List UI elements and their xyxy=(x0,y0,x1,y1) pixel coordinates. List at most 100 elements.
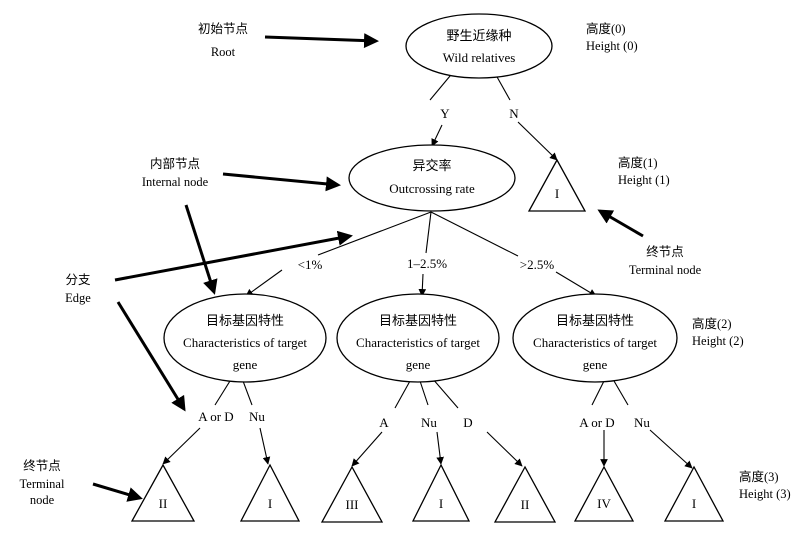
label-aord-3: A or D xyxy=(579,415,614,430)
height1-en: Height (1) xyxy=(618,173,670,187)
annot-terminal-right-en: Terminal node xyxy=(629,263,702,277)
label-gt25: >2.5% xyxy=(520,257,555,272)
terminal-II-1: II xyxy=(130,463,196,522)
annot-root-zh: 初始节点 xyxy=(198,22,248,36)
label-nu-2: Nu xyxy=(421,415,437,430)
height1-zh: 高度(1) xyxy=(618,155,658,170)
arrow-edge-branch xyxy=(116,301,186,412)
gene2-label-en1: Characteristics of target xyxy=(356,335,480,350)
terminal-IV: IV xyxy=(573,465,635,522)
terminal-II-2: II xyxy=(493,465,557,523)
label-no: N xyxy=(509,106,519,121)
height0-en: Height (0) xyxy=(586,39,638,53)
edge-aord-II xyxy=(162,427,201,465)
svg-text:IV: IV xyxy=(597,496,611,511)
svg-text:I: I xyxy=(555,186,559,201)
tree-edges xyxy=(162,67,693,469)
edge-internal-mid xyxy=(425,211,432,254)
annot-terminal-left-en1: Terminal xyxy=(20,477,65,491)
edge-g1-nu xyxy=(242,380,253,406)
internal-label-zh: 异交率 xyxy=(412,158,451,173)
edge-n-terminal xyxy=(517,121,558,161)
svg-text:III: III xyxy=(346,497,359,512)
annot-edge-en: Edge xyxy=(65,291,91,305)
terminal-I-1: I xyxy=(239,463,301,522)
edge-internal-gt25 xyxy=(430,211,519,257)
annot-terminal-left-zh: 终节点 xyxy=(23,458,61,473)
gene2-label-en2: gene xyxy=(406,357,431,372)
internal-node: 异交率 Outcrossing rate xyxy=(348,144,516,212)
height2-zh: 高度(2) xyxy=(692,316,732,331)
arrow-terminal-right xyxy=(597,209,644,238)
gene-node-1: 目标基因特性 Characteristics of target gene xyxy=(163,293,327,383)
svg-text:II: II xyxy=(159,496,168,511)
edge-mid-gene xyxy=(418,273,427,297)
label-yes: Y xyxy=(440,106,450,121)
gene-node-2: 目标基因特性 Characteristics of target gene xyxy=(336,293,500,383)
edge-labels: Y N <1% 1–2.5% >2.5% A or D Nu A Nu D A … xyxy=(198,106,650,430)
gene3-label-zh: 目标基因特性 xyxy=(556,313,634,328)
annotation-labels: 初始节点 Root 内部节点 Internal node 分支 Edge 终节点… xyxy=(20,22,702,507)
height2-en: Height (2) xyxy=(692,334,744,348)
arrow-terminal-left xyxy=(92,482,143,502)
svg-text:II: II xyxy=(521,497,530,512)
edge-a-III xyxy=(351,431,383,467)
svg-text:I: I xyxy=(439,496,443,511)
arrow-root xyxy=(264,33,379,49)
root-label-en: Wild relatives xyxy=(443,50,516,65)
annot-terminal-left-en2: node xyxy=(30,493,55,507)
label-mid: 1–2.5% xyxy=(407,256,447,271)
label-d: D xyxy=(463,415,472,430)
terminal-I-3: I xyxy=(663,465,725,522)
annotation-arrows xyxy=(92,33,644,502)
arrow-internal-node xyxy=(222,172,341,192)
annot-root-en: Root xyxy=(211,45,236,59)
edge-nu-I xyxy=(259,427,271,465)
gene1-label-en1: Characteristics of target xyxy=(183,335,307,350)
terminal-I-height1: I xyxy=(527,158,587,212)
label-lt1: <1% xyxy=(298,257,323,272)
gene-node-3: 目标基因特性 Characteristics of target gene xyxy=(512,293,678,383)
svg-text:I: I xyxy=(268,496,272,511)
gene3-label-en2: gene xyxy=(583,357,608,372)
edge-g3-nu xyxy=(613,380,629,406)
svg-text:I: I xyxy=(692,496,696,511)
annot-edge-zh: 分支 xyxy=(65,273,91,287)
height0-zh: 高度(0) xyxy=(586,21,626,36)
edge-g1-aord xyxy=(214,380,231,406)
label-nu-3: Nu xyxy=(634,415,650,430)
edge-g2-d xyxy=(431,377,459,409)
arrow-internal-gene xyxy=(184,204,218,295)
height-labels: 高度(0) Height (0) 高度(1) Height (1) 高度(2) … xyxy=(586,21,791,501)
edge-g2-a xyxy=(394,380,411,409)
height3-zh: 高度(3) xyxy=(739,469,779,484)
height3-en: Height (3) xyxy=(739,487,791,501)
edge-lt1-gene xyxy=(245,269,283,297)
annot-terminal-right-zh: 终节点 xyxy=(646,244,684,259)
edge-internal-lt1 xyxy=(317,211,432,256)
label-nu-1: Nu xyxy=(249,409,265,424)
root-node: 野生近缘种 Wild relatives xyxy=(405,13,553,79)
label-a: A xyxy=(379,415,389,430)
annot-internal-zh: 内部节点 xyxy=(150,156,200,171)
terminal-I-2: I xyxy=(411,463,471,522)
root-label-zh: 野生近缘种 xyxy=(446,28,511,43)
edge-d-II xyxy=(486,431,523,467)
gene1-label-zh: 目标基因特性 xyxy=(206,313,284,328)
edge-g3-aord xyxy=(591,380,605,406)
internal-label-en: Outcrossing rate xyxy=(389,181,475,196)
edge-nu-I-3 xyxy=(649,429,693,469)
gene2-label-zh: 目标基因特性 xyxy=(379,313,457,328)
edge-gt25-gene xyxy=(555,271,597,297)
gene1-label-en2: gene xyxy=(233,357,258,372)
arrow-edge-internal xyxy=(114,230,353,282)
terminal-III: III xyxy=(320,465,384,523)
edge-g2-nu xyxy=(419,380,429,406)
label-aord-1: A or D xyxy=(198,409,233,424)
edge-y-internal xyxy=(431,124,443,147)
edge-nu-I-2 xyxy=(436,431,444,465)
gene3-label-en1: Characteristics of target xyxy=(533,335,657,350)
annot-internal-en: Internal node xyxy=(142,175,209,189)
